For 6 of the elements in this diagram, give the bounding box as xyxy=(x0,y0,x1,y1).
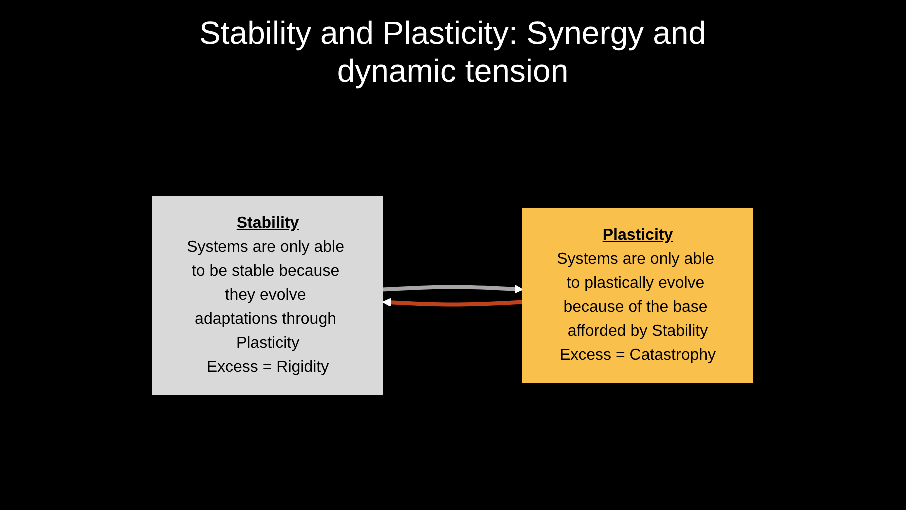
node-box xyxy=(152,196,384,396)
node-box xyxy=(522,208,754,384)
title: Stability and Plasticity: Synergy and dynamic tension xyxy=(198,14,708,90)
arrow xyxy=(382,284,524,294)
diagram: Stability Systems are only able to be stable because they evolve adaptations through Plasticity Excess = Rigidity Plasticity Systems are only able to plastically evolve because of the base afforded by Stability Excess = Catastrophy xyxy=(145,189,761,403)
arrow xyxy=(382,298,524,308)
